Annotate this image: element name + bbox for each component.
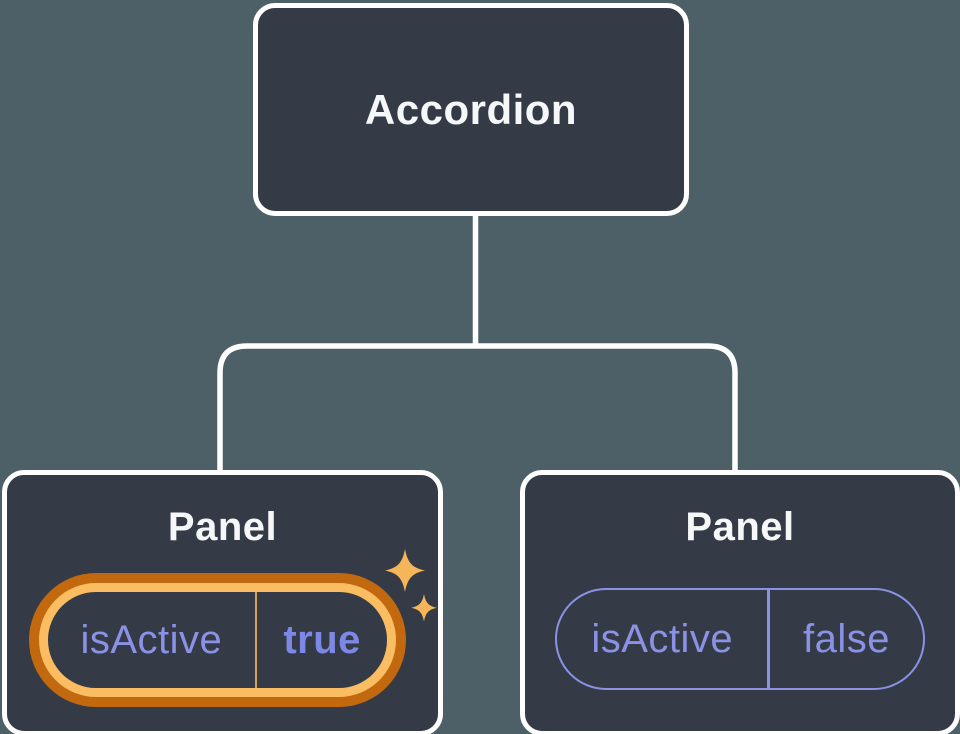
- prop-value-cell: true: [257, 592, 387, 688]
- prop-value: false: [802, 616, 890, 661]
- highlight-ring-outer: isActive true: [29, 573, 406, 707]
- accordion-node-label: Accordion: [364, 85, 578, 133]
- pill-divider: [254, 592, 258, 688]
- prop-name-cell: isActive: [48, 592, 255, 688]
- panel-node-title: Panel: [167, 505, 278, 549]
- prop-value-cell: false: [770, 590, 923, 688]
- sparkle-icon-large: [385, 549, 425, 592]
- prop-name: isActive: [591, 616, 734, 661]
- accordion-node: Accordion: [253, 3, 689, 216]
- prop-name-cell: isActive: [557, 590, 767, 688]
- prop-pill-inactive: isActive false: [555, 588, 925, 690]
- pill-divider: [767, 590, 770, 688]
- highlight-ring-inner: isActive true: [39, 583, 396, 697]
- prop-pill-active: isActive true: [48, 592, 387, 688]
- panel-node-active: Panel isActive true: [2, 470, 443, 734]
- sparkle-icon-small: [411, 594, 437, 622]
- panel-node-title: Panel: [685, 505, 795, 549]
- panel-node-inactive: Panel isActive false: [520, 470, 960, 734]
- prop-value: true: [283, 617, 361, 662]
- connector-bracket: [217, 343, 738, 472]
- prop-name: isActive: [80, 617, 223, 662]
